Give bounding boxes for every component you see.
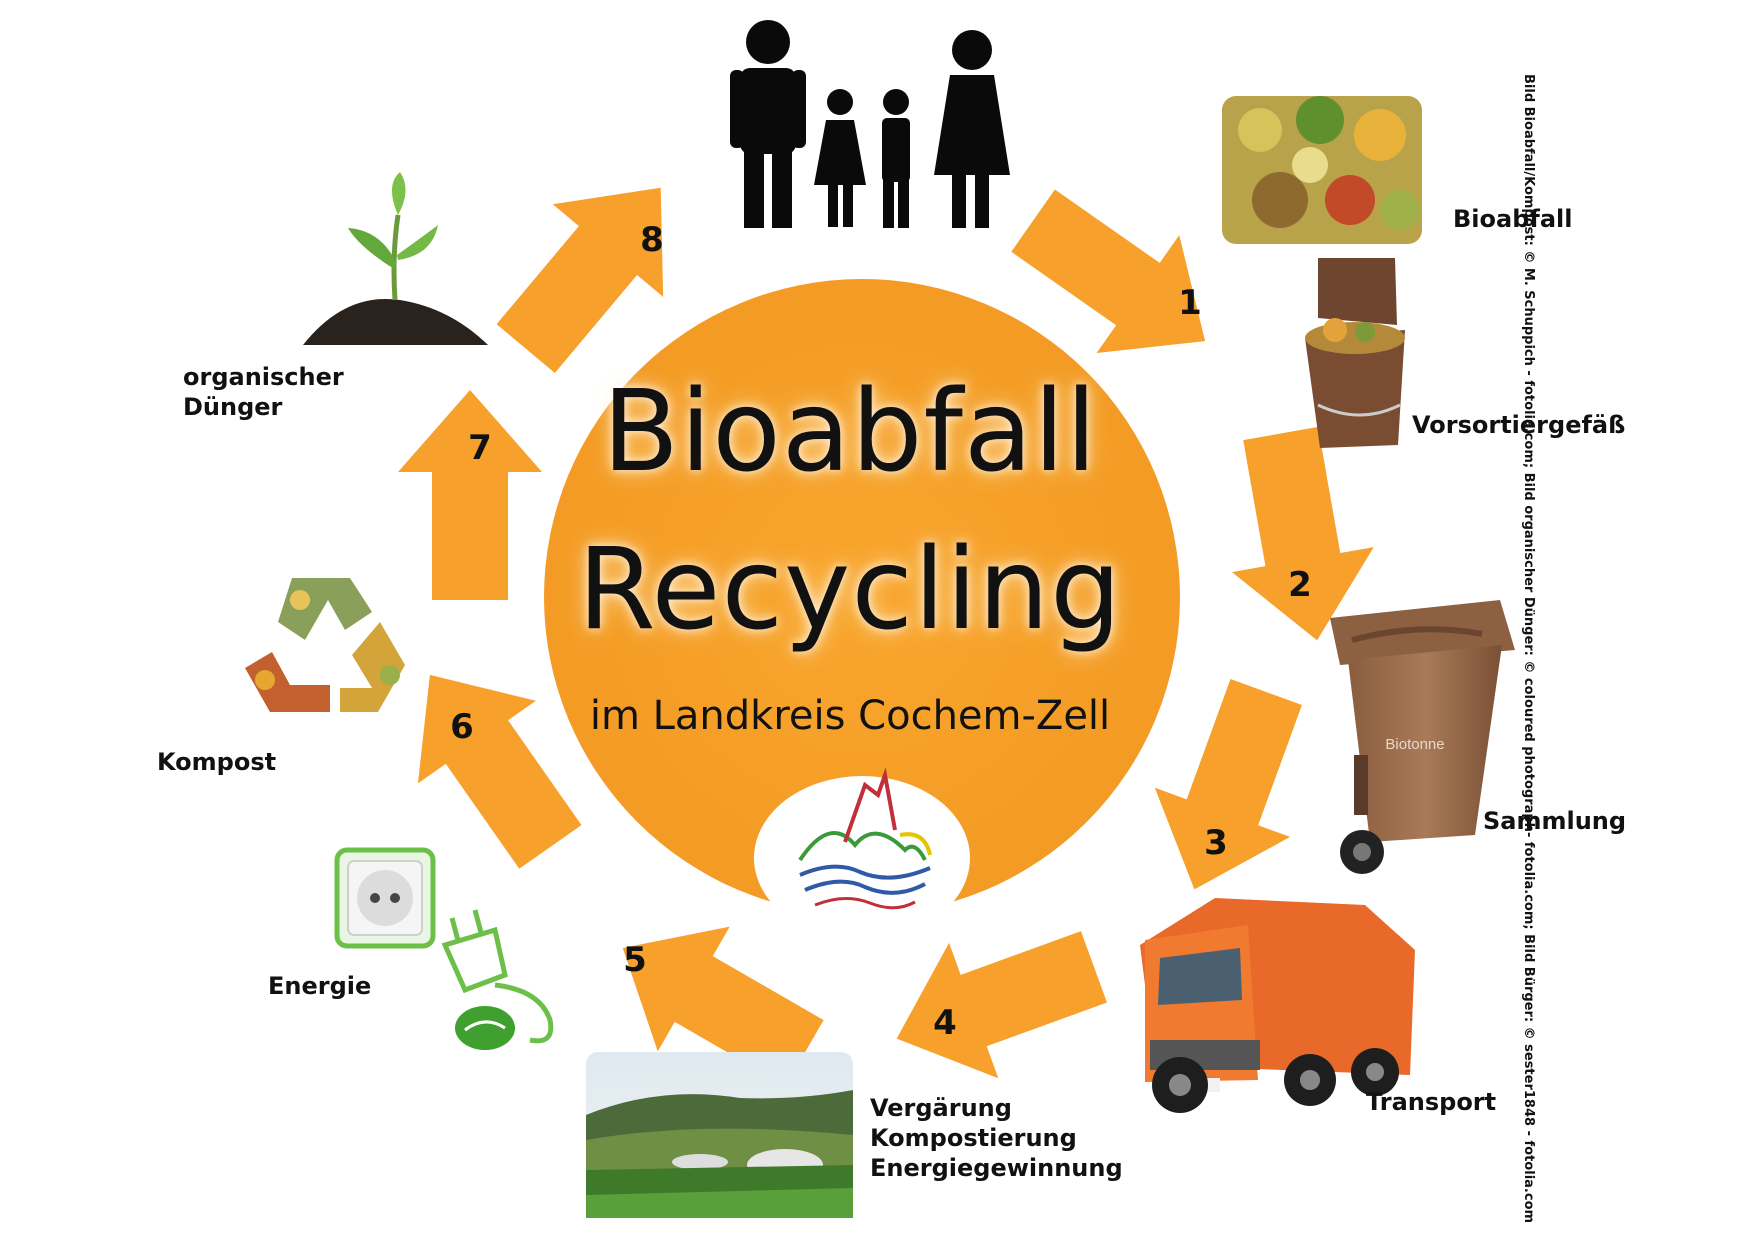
cycle-arrows: [398, 187, 1374, 1086]
step-number-3: 3: [1204, 823, 1228, 863]
step-number-6: 6: [450, 707, 474, 747]
label-organischer-duenger: organischer Dünger: [183, 362, 344, 422]
arrow-8: [496, 187, 664, 374]
label-kompost: Kompost: [157, 748, 277, 776]
title-line-2: Recycling: [577, 525, 1123, 655]
label-vergaerung-block: Vergärung Kompostierung Energiegewinnung: [870, 1093, 1123, 1183]
arrow-3: [1154, 679, 1302, 890]
arrow-5: [622, 926, 824, 1086]
district-logo: [754, 767, 970, 940]
garbage-truck-icon: [1140, 898, 1415, 1113]
label-duenger: Dünger: [183, 393, 283, 421]
label-organischer: organischer: [183, 363, 344, 391]
title-line-1: Bioabfall: [602, 367, 1098, 497]
label-sammlung: Sammlung: [1483, 807, 1627, 835]
family-icon: [730, 20, 1010, 228]
center-circle: [544, 279, 1180, 915]
vorsortiergefaess-icon: [1305, 258, 1405, 448]
label-energiegewinnung: Energiegewinnung: [870, 1154, 1123, 1182]
arrow-4: [896, 931, 1107, 1079]
green-plug-icon: [441, 909, 554, 1050]
bioabfall-photo: [1222, 96, 1422, 244]
step-number-8: 8: [640, 220, 664, 260]
arrow-6: [417, 674, 582, 869]
image-credits: Bild Bioabfall/Kompost: © M. Schuppich -…: [1521, 74, 1536, 1224]
label-kompostierung: Kompostierung: [870, 1124, 1077, 1152]
label-transport: Transport: [1366, 1088, 1497, 1116]
subtitle: im Landkreis Cochem-Zell: [589, 693, 1111, 739]
label-vergaerung: Vergärung: [870, 1094, 1012, 1122]
step-number-4: 4: [933, 1003, 957, 1043]
sprout-icon: [303, 172, 488, 345]
arrow-1: [1011, 189, 1206, 354]
arrow-2: [1231, 426, 1374, 641]
recycle-symbol-icon: [245, 578, 405, 712]
label-bioabfall: Bioabfall: [1453, 205, 1573, 233]
arrow-7: [398, 390, 542, 600]
step-number-1: 1: [1178, 283, 1202, 323]
biotonne-label: Biotonne: [1385, 736, 1445, 753]
label-energie: Energie: [268, 972, 372, 1000]
step-number-7: 7: [468, 428, 492, 468]
step-number-2: 2: [1288, 565, 1312, 605]
biotonne-icon: [1330, 600, 1515, 874]
step-number-5: 5: [623, 940, 647, 980]
power-socket-icon: [334, 847, 436, 949]
biogas-plant-photo: [586, 1052, 853, 1218]
label-vorsortiergefaess: Vorsortiergefäß: [1412, 411, 1626, 439]
